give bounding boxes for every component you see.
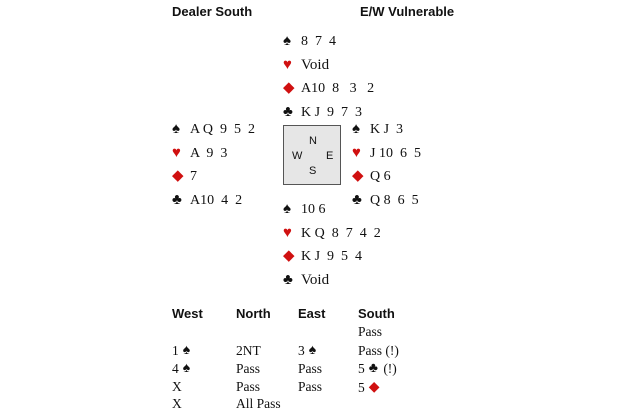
bid-east: Pass	[298, 361, 323, 376]
diamond-icon: ◆	[172, 168, 184, 184]
spade-icon: ♠	[308, 343, 317, 358]
bid-north: All Pass	[236, 396, 281, 411]
bid-east: Pass	[298, 379, 323, 394]
spade-icon: ♠	[352, 121, 360, 137]
south-clubs: ♣ Void	[283, 269, 381, 293]
dealer-label: Dealer South	[172, 4, 253, 19]
north-spades-cards: 8 7 4	[301, 34, 336, 49]
spade-icon: ♠	[182, 361, 191, 376]
north-clubs-cards: K J 9 7 3	[301, 104, 363, 120]
compass-south: S	[309, 165, 317, 177]
east-clubs-cards: Q 8 6 5	[370, 192, 419, 208]
bid-north: 2NT	[236, 343, 261, 358]
compass-north: N	[309, 135, 317, 147]
west-hearts: ♥ A 9 3	[172, 142, 255, 166]
east-spades: ♠ K J 3	[352, 118, 421, 142]
vulnerability-label: E/W Vulnerable	[360, 4, 455, 19]
west-hand: ♠A Q 9 5 2 ♥A 9 3 ◆7 ♣A10 4 2	[172, 118, 255, 212]
compass-west: W	[292, 150, 303, 162]
east-hand: ♠ K J 3 ♥ J 10 6 5 ◆ Q 6 ♣ Q 8 6 5	[352, 118, 421, 212]
east-clubs: ♣ Q 8 6 5	[352, 189, 421, 213]
heart-icon: ♥	[283, 56, 292, 73]
spade-icon: ♠	[283, 33, 291, 49]
bid-west: 1♠	[172, 343, 191, 358]
compass-east: E	[326, 150, 334, 162]
bid-west: X	[172, 396, 182, 411]
west-diamonds-cards: 7	[190, 169, 197, 184]
spade-icon: ♠	[172, 121, 180, 137]
north-hand: ♠ 8 7 4 ♥ Void ◆ A10 8 3 2 ♣ K J 9 7 3	[283, 30, 374, 124]
spade-icon: ♠	[283, 201, 291, 217]
spade-icon: ♠	[182, 343, 191, 358]
south-diamonds: ◆ K J 9 5 4	[283, 245, 381, 269]
west-hearts-cards: A 9 3	[190, 145, 228, 161]
east-diamonds-cards: Q 6	[370, 169, 391, 184]
bid-south: 5◆	[358, 379, 380, 396]
north-diamonds: ◆ A10 8 3 2	[283, 77, 374, 101]
west-spades: ♠ A Q 9 5 2	[172, 118, 255, 142]
compass-box: N W E S	[283, 125, 341, 185]
bid-north: Pass	[236, 361, 261, 376]
north-diamonds-cards: A10 8 3 2	[301, 81, 375, 96]
bid-west: X	[172, 379, 182, 394]
bid-south: Pass	[358, 324, 383, 339]
bid-south: Pass (!)	[358, 343, 399, 358]
south-hand: ♠ 10 6 ♥ K Q 8 7 4 2 ◆ K J 9 5 4 ♣ Void	[283, 198, 381, 292]
club-icon: ♣	[352, 191, 362, 208]
bid-north: Pass	[236, 379, 261, 394]
west-clubs: ♣ A10 4 2	[172, 189, 255, 213]
south-spades-cards: 10 6	[301, 202, 326, 217]
diamond-icon: ◆	[283, 80, 295, 96]
north-clubs: ♣ K J 9 7 3	[283, 101, 374, 125]
east-spades-cards: K J 3	[370, 122, 404, 137]
north-hearts-cards: Void	[301, 56, 330, 73]
bidding-header-west: West	[172, 306, 203, 321]
diamond-icon: ◆	[352, 168, 364, 184]
bidding-header-south: South	[358, 306, 395, 321]
west-diamonds: ◆7	[172, 165, 255, 189]
south-diamonds-cards: K J 9 5 4	[301, 249, 363, 264]
bidding-header-east: East	[298, 306, 326, 321]
club-icon: ♣	[283, 103, 293, 120]
club-icon: ♣	[368, 361, 378, 376]
bidding-header-north: North	[236, 306, 271, 321]
east-hearts: ♥ J 10 6 5	[352, 142, 421, 166]
south-clubs-cards: Void	[301, 271, 330, 288]
west-clubs-cards: A10 4 2	[190, 192, 243, 208]
east-hearts-cards: J 10 6 5	[370, 145, 421, 161]
south-hearts: ♥ K Q 8 7 4 2	[283, 222, 381, 246]
south-hearts-cards: K Q 8 7 4 2	[301, 225, 381, 241]
heart-icon: ♥	[283, 224, 292, 241]
diamond-icon: ◆	[368, 380, 380, 395]
club-icon: ♣	[172, 191, 182, 208]
north-spades: ♠ 8 7 4	[283, 30, 374, 54]
east-diamonds: ◆ Q 6	[352, 165, 421, 189]
north-hearts: ♥ Void	[283, 54, 374, 78]
west-spades-cards: A Q 9 5 2	[190, 122, 255, 137]
heart-icon: ♥	[352, 144, 361, 161]
south-spades: ♠ 10 6	[283, 198, 381, 222]
club-icon: ♣	[283, 271, 293, 288]
bid-south: 5♣ (!)	[358, 361, 397, 376]
diamond-icon: ◆	[283, 248, 295, 264]
bid-east: 3♠	[298, 343, 317, 358]
bid-west: 4♠	[172, 361, 191, 376]
heart-icon: ♥	[172, 144, 181, 161]
